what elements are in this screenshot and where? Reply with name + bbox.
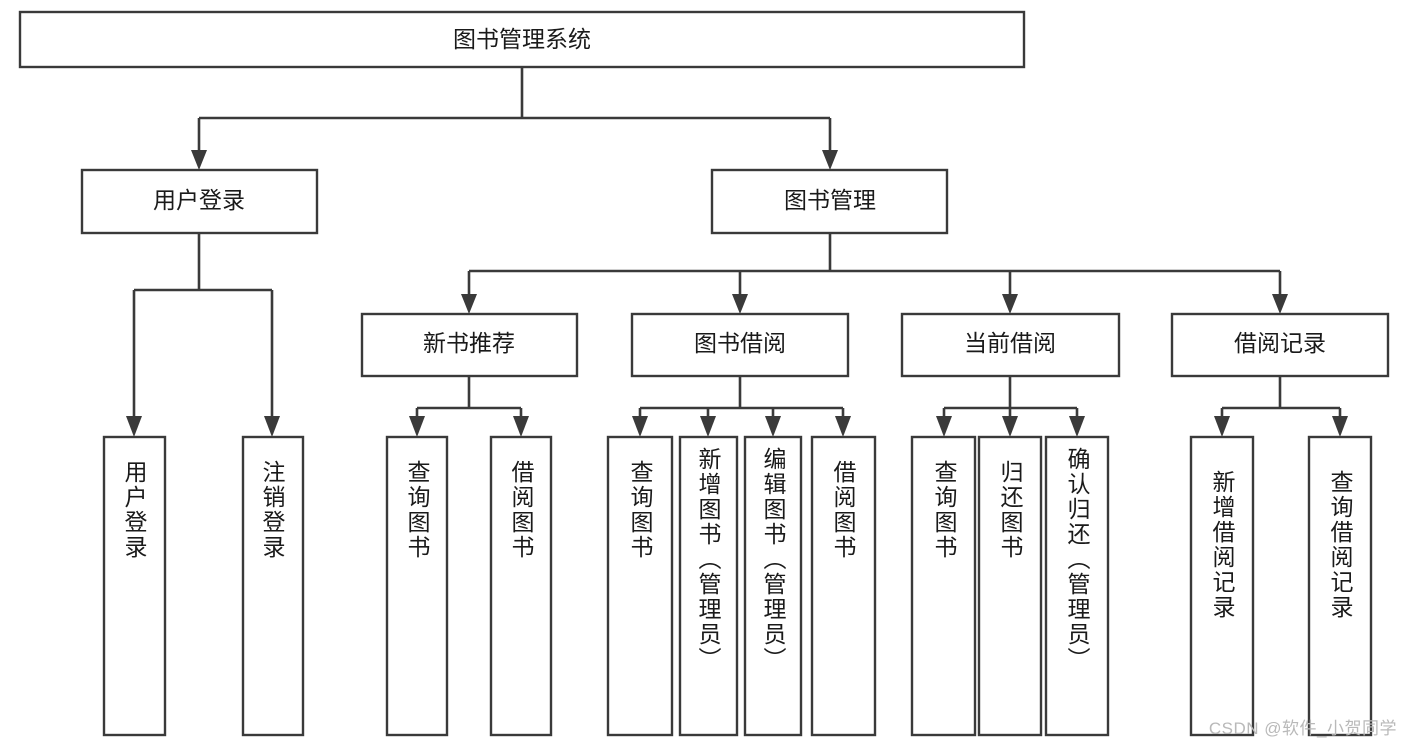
leaf-user-login-logout-box[interactable] (241, 435, 305, 737)
arrow-head-current (1002, 294, 1018, 314)
leaf-record-add-label: 新增借阅记录 (1209, 470, 1236, 620)
arrow-head-cb-leaf3 (1069, 416, 1085, 437)
leaf-borrow-borrow-book-box[interactable] (810, 435, 877, 737)
node-root-system-box[interactable] (18, 10, 1026, 69)
node-user-login[interactable]: 用户登录 (80, 168, 319, 235)
node-root-system-label: 图书管理系统 (453, 26, 591, 52)
leaf-record-query-label: 查询借阅记录 (1327, 470, 1354, 620)
node-current-borrow[interactable]: 当前借阅 (900, 312, 1121, 378)
leaf-record-add[interactable]: 新增借阅记录 (1189, 435, 1255, 737)
leaf-new-book-borrow-label: 借阅图书 (508, 460, 535, 560)
arrow-head-bb-leaf3 (765, 416, 781, 437)
leaf-current-query-book-box[interactable] (910, 435, 977, 737)
leaf-user-login-login-box[interactable] (102, 435, 167, 737)
node-borrow-record[interactable]: 借阅记录 (1170, 312, 1390, 378)
leaf-new-book-borrow-box[interactable] (489, 435, 553, 737)
arrow-head-br-leaf2 (1332, 416, 1348, 437)
connector-group-book-borrow (632, 376, 851, 437)
leaf-borrow-borrow-book-label: 借阅图书 (830, 460, 857, 560)
leaf-current-return-book-box[interactable] (977, 435, 1043, 737)
arrow-head-br-leaf1 (1214, 416, 1230, 437)
arrow-head-record (1272, 294, 1288, 314)
node-current-borrow-box[interactable] (900, 312, 1121, 378)
leaf-current-confirm-return[interactable]: 确认归还（管理员） (1044, 435, 1110, 737)
node-user-login-label: 用户登录 (153, 187, 245, 213)
leaf-current-return-book-label: 归还图书 (997, 460, 1024, 560)
leaf-current-query-book-label: 查询图书 (931, 460, 958, 560)
leaf-user-login-logout-label: 注销登录 (259, 460, 286, 560)
node-borrow-record-box[interactable] (1170, 312, 1390, 378)
leaf-record-query-box[interactable] (1307, 435, 1373, 737)
connector-group-book-mgmt (461, 233, 1288, 314)
leaf-new-book-borrow[interactable]: 借阅图书 (489, 435, 553, 737)
arrow-head-user-login-leaf1 (126, 416, 142, 437)
arrow-head-bb-leaf2 (700, 416, 716, 437)
leaf-borrow-add-book-box[interactable] (678, 435, 739, 737)
arrow-head-nb-leaf2 (513, 416, 529, 437)
leaf-borrow-edit-book-label: 编辑图书（管理员） (760, 447, 787, 672)
node-book-borrow-label: 图书借阅 (694, 330, 786, 356)
node-new-book-recommend[interactable]: 新书推荐 (360, 312, 579, 378)
arrow-head-cb-leaf1 (936, 416, 952, 437)
arrow-head-bb-leaf4 (835, 416, 851, 437)
leaf-new-book-query-box[interactable] (385, 435, 449, 737)
leaf-record-query[interactable]: 查询借阅记录 (1307, 435, 1373, 737)
connector-group-borrow-record (1214, 376, 1348, 437)
node-book-borrow[interactable]: 图书借阅 (630, 312, 850, 378)
leaf-borrow-edit-book[interactable]: 编辑图书（管理员） (743, 435, 803, 737)
arrow-head-borrow (732, 294, 748, 314)
node-book-management-box[interactable] (710, 168, 949, 235)
leaf-borrow-query-book-label: 查询图书 (627, 460, 654, 560)
arrow-head-bb-leaf1 (632, 416, 648, 437)
leaf-user-login-logout[interactable]: 注销登录 (241, 435, 305, 737)
node-user-login-box[interactable] (80, 168, 319, 235)
arrow-head-nb-leaf1 (409, 416, 425, 437)
leaf-borrow-edit-book-box[interactable] (743, 435, 803, 737)
node-new-book-recommend-label: 新书推荐 (423, 330, 515, 356)
arrow-head-book-mgmt (822, 150, 838, 170)
leaf-current-return-book[interactable]: 归还图书 (977, 435, 1043, 737)
leaf-current-confirm-return-label: 确认归还（管理员） (1064, 447, 1091, 672)
leaf-record-add-box[interactable] (1189, 435, 1255, 737)
connector-group-current-borrow (936, 376, 1085, 437)
node-borrow-record-label: 借阅记录 (1234, 330, 1326, 356)
leaf-borrow-query-book-box[interactable] (606, 435, 674, 737)
connector-group-user-login (126, 233, 280, 437)
leaf-user-login-login-label: 用户登录 (121, 460, 148, 560)
leaf-new-book-query[interactable]: 查询图书 (385, 435, 449, 737)
node-book-borrow-box[interactable] (630, 312, 850, 378)
leaf-borrow-query-book[interactable]: 查询图书 (606, 435, 674, 737)
arrow-head-new-book (461, 294, 477, 314)
leaf-borrow-borrow-book[interactable]: 借阅图书 (810, 435, 877, 737)
leaf-current-query-book[interactable]: 查询图书 (910, 435, 977, 737)
connector-group-new-book (409, 376, 529, 437)
connector-group-root (191, 67, 838, 170)
arrow-head-user-login (191, 150, 207, 170)
leaf-user-login-login[interactable]: 用户登录 (102, 435, 167, 737)
leaf-current-confirm-return-box[interactable] (1044, 435, 1110, 737)
node-root-system[interactable]: 图书管理系统 (18, 10, 1026, 69)
node-book-management[interactable]: 图书管理 (710, 168, 949, 235)
node-book-management-label: 图书管理 (784, 187, 876, 213)
node-current-borrow-label: 当前借阅 (964, 330, 1056, 356)
arrow-head-user-login-leaf2 (264, 416, 280, 437)
leaf-borrow-add-book-label: 新增图书（管理员） (695, 447, 722, 672)
leaf-borrow-add-book[interactable]: 新增图书（管理员） (678, 435, 739, 737)
arrow-head-cb-leaf2 (1002, 416, 1018, 437)
leaf-new-book-query-label: 查询图书 (404, 460, 431, 560)
node-new-book-recommend-box[interactable] (360, 312, 579, 378)
